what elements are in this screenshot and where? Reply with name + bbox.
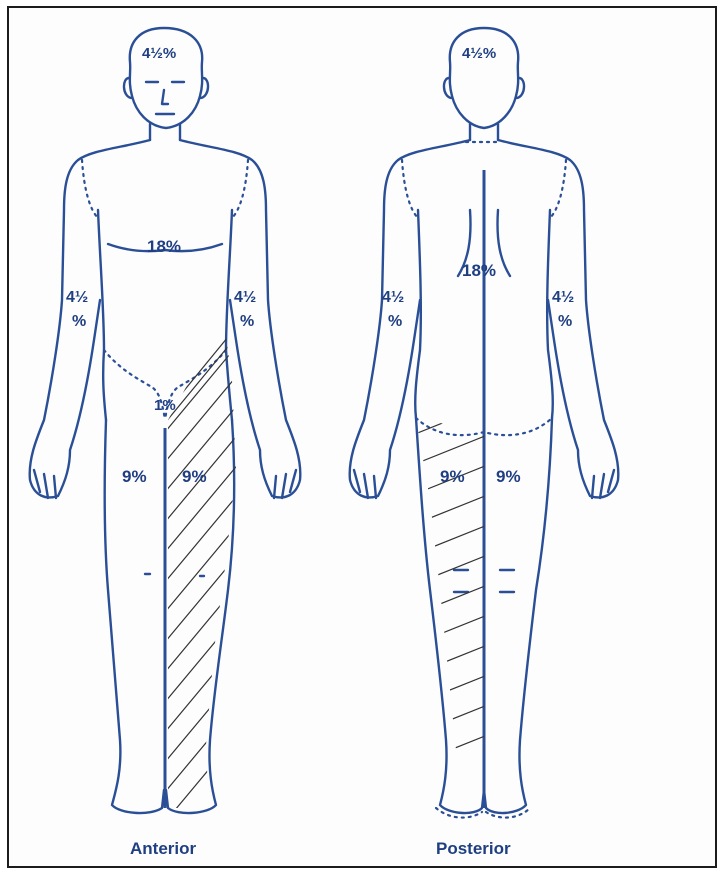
posterior-left-arm-percent: % bbox=[388, 313, 402, 330]
anterior-figure: 4½% 18% 4½ % 4½ % 1% 9% 9% Anterior bbox=[30, 28, 301, 870]
anterior-right-arm-label: 4½ bbox=[66, 289, 88, 306]
posterior-right-leg-label: 9% bbox=[496, 467, 521, 486]
posterior-left-arm-label: 4½ bbox=[382, 289, 404, 306]
posterior-head-label: 4½% bbox=[462, 45, 496, 62]
posterior-right-arm-percent: % bbox=[558, 313, 572, 330]
posterior-caption: Posterior bbox=[436, 839, 511, 858]
anterior-caption: Anterior bbox=[130, 839, 197, 858]
posterior-right-arm-label: 4½ bbox=[552, 289, 574, 306]
anterior-left-leg-label: 9% bbox=[182, 467, 207, 486]
anterior-right-arm-percent: % bbox=[72, 313, 86, 330]
anterior-left-arm-percent: % bbox=[240, 313, 254, 330]
posterior-head bbox=[450, 28, 518, 128]
posterior-trunk-label: 18% bbox=[462, 261, 496, 280]
anterior-genital-label: 1% bbox=[154, 397, 176, 414]
posterior-figure: 4½% 18% 4½ % 4½ % 9% 9% Posterior bbox=[350, 28, 619, 858]
anterior-right-leg-label: 9% bbox=[122, 467, 147, 486]
anterior-trunk-label: 18% bbox=[147, 237, 181, 256]
posterior-left-leg-label: 9% bbox=[440, 467, 465, 486]
anterior-head-label: 4½% bbox=[142, 45, 176, 62]
anterior-left-arm-label: 4½ bbox=[234, 289, 256, 306]
